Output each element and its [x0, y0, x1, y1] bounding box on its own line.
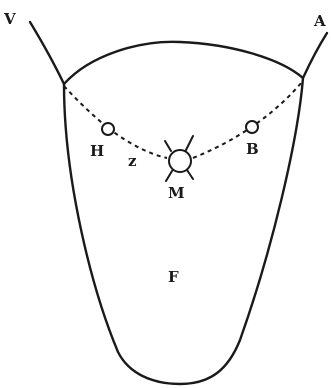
node-h: [102, 123, 114, 135]
label-f: F: [168, 268, 179, 286]
dashed-path-left: [64, 86, 108, 128]
label-z: z: [128, 152, 137, 170]
dashed-path-center-right: [193, 128, 250, 158]
label-m: M: [168, 184, 185, 202]
right-arc: [303, 33, 327, 78]
label-h: H: [90, 142, 104, 160]
label-b: B: [246, 140, 259, 158]
spike-upper-left: [165, 141, 171, 151]
label-a: A: [313, 12, 326, 30]
left-arc: [30, 22, 64, 84]
spike-lower-right: [187, 170, 193, 179]
spike-upper-right: [186, 136, 193, 150]
dashed-path-right: [250, 82, 302, 128]
spike-lower-left: [166, 171, 172, 181]
node-m: [165, 136, 193, 181]
dashed-path-left-center: [108, 128, 167, 158]
node-b: [246, 121, 258, 133]
body-outline: [64, 42, 303, 384]
node-m-circle: [169, 150, 191, 172]
label-v: V: [3, 10, 16, 28]
